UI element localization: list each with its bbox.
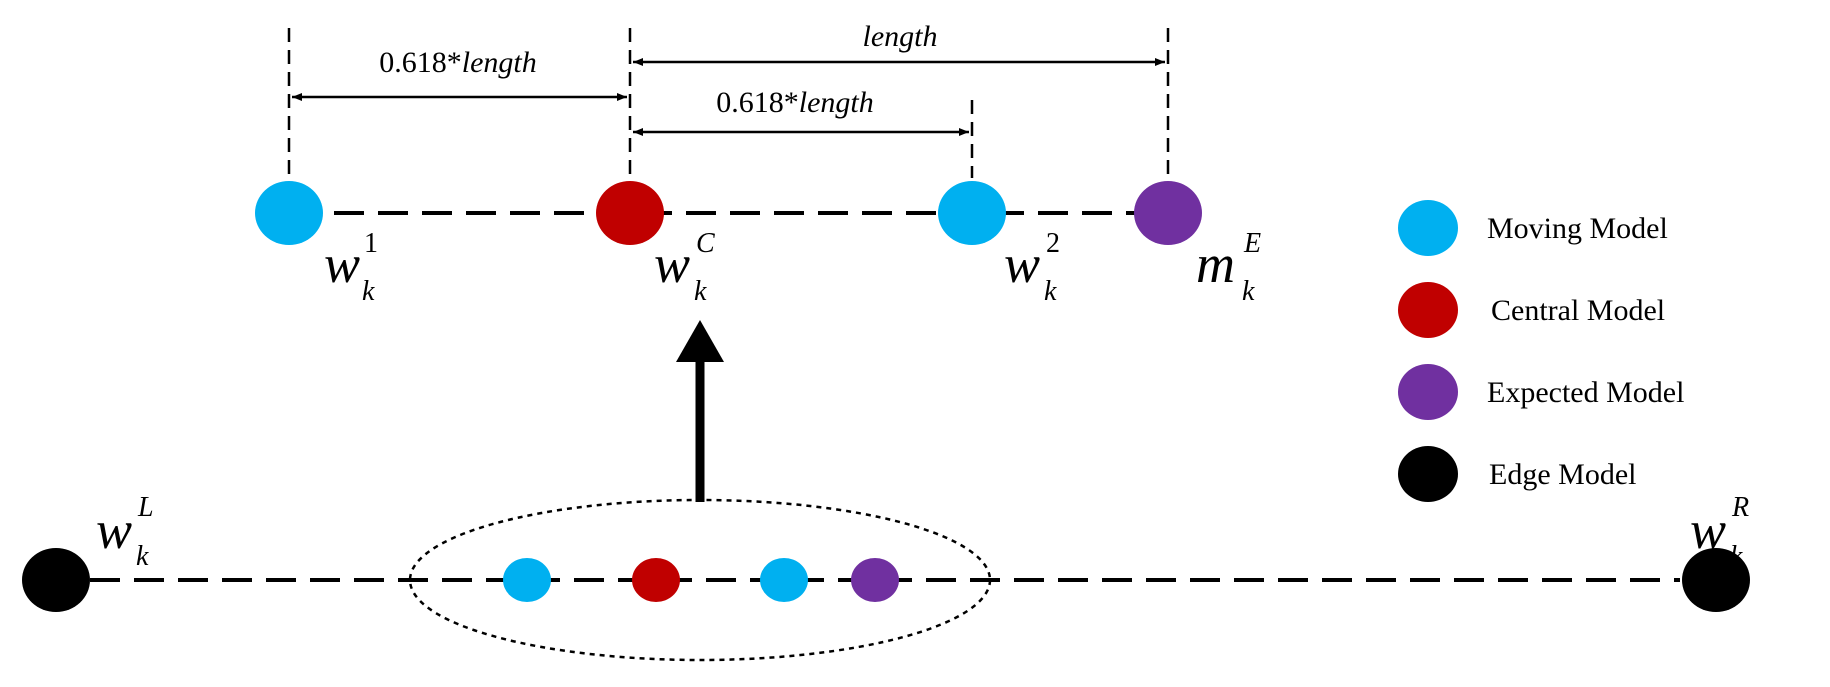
svg-text:2: 2: [1046, 228, 1060, 259]
svg-text:k: k: [136, 541, 149, 572]
svg-text:w: w: [654, 234, 690, 294]
small-node-moving-2: [760, 558, 808, 602]
dim-label-right: 0.618*length: [716, 86, 874, 119]
node-moving-w2: [938, 181, 1006, 245]
label-w2: w 2 k: [1004, 228, 1060, 307]
label-wc: w C k: [654, 228, 715, 307]
legend-item-central: Central Model: [1398, 282, 1665, 338]
node-expected-me: [1134, 181, 1202, 245]
svg-text:L: L: [137, 492, 154, 523]
legend-label-central: Central Model: [1491, 294, 1665, 327]
svg-text:w: w: [1690, 500, 1726, 560]
legend-label-moving: Moving Model: [1487, 212, 1668, 245]
svg-text:w: w: [1004, 234, 1040, 294]
legend-item-edge: Edge Model: [1398, 446, 1636, 502]
svg-text:1: 1: [364, 228, 378, 259]
node-edge-wl: [22, 548, 90, 612]
svg-text:k: k: [694, 276, 707, 307]
svg-text:E: E: [1243, 228, 1261, 259]
label-w1: w 1 k: [324, 228, 378, 307]
zoom-up-arrow: [676, 320, 724, 502]
dim-label-left: 0.618*length: [379, 46, 537, 79]
svg-text:w: w: [324, 234, 360, 294]
label-wl: w L k: [96, 492, 154, 572]
svg-text:k: k: [1044, 276, 1057, 307]
search-region-ellipse: [408, 498, 992, 662]
node-moving-w1: [255, 181, 323, 245]
small-node-central: [632, 558, 680, 602]
legend-label-edge: Edge Model: [1489, 458, 1636, 491]
legend-swatch-expected: [1398, 364, 1458, 420]
legend-swatch-edge: [1398, 446, 1458, 502]
node-central-wc: [596, 181, 664, 245]
svg-text:C: C: [696, 228, 715, 259]
svg-text:k: k: [1242, 276, 1255, 307]
svg-text:k: k: [1730, 541, 1743, 572]
legend-item-moving: Moving Model: [1398, 200, 1668, 256]
svg-text:m: m: [1196, 234, 1235, 294]
small-node-expected: [851, 558, 899, 602]
svg-text:k: k: [362, 276, 375, 307]
dim-label-span: length: [863, 20, 938, 53]
legend-swatch-central: [1398, 282, 1458, 338]
legend-item-expected: Expected Model: [1398, 364, 1684, 420]
legend-swatch-moving: [1398, 200, 1458, 256]
label-me: m E k: [1196, 228, 1261, 307]
legend: Moving Model Central Model Expected Mode…: [1398, 200, 1684, 502]
label-wr: w R k: [1690, 492, 1749, 572]
svg-text:w: w: [96, 500, 132, 560]
svg-text:R: R: [1731, 492, 1749, 523]
legend-label-expected: Expected Model: [1487, 376, 1684, 409]
node-edge-wr: [1682, 548, 1750, 612]
small-node-moving-1: [503, 558, 551, 602]
